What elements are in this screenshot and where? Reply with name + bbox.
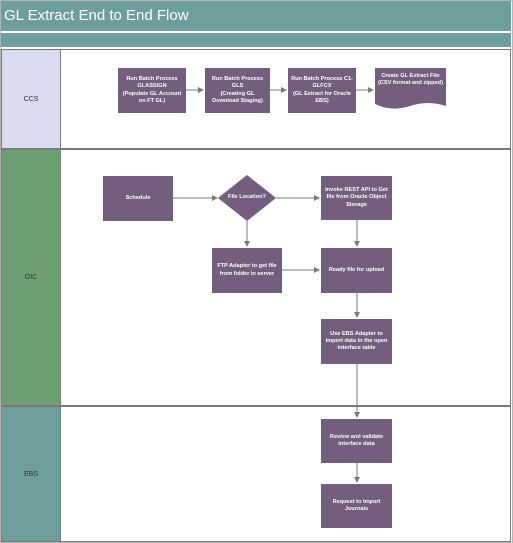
lane-label-ccs: CCS bbox=[1, 49, 61, 149]
node-file-location-decision: File Location? bbox=[228, 194, 266, 201]
node-ready-file: Ready file for upload bbox=[321, 248, 392, 293]
node-ebs-adapter: Use EBS Adapter to import data in the op… bbox=[321, 319, 392, 364]
node-invoke-rest-api: Invoke REST API to Get file from Oracle … bbox=[321, 176, 392, 220]
node-batch-glassign: Run Batch Process GLASSIGN (Populate GL … bbox=[118, 68, 186, 113]
node-review-validate: Review and validate interface data bbox=[321, 419, 392, 463]
node-request-import: Request to Import Journals bbox=[321, 484, 392, 528]
node-batch-gls: Run Batch Process GLS (Creating GL Downl… bbox=[205, 68, 270, 113]
node-create-extract-file: Create GL Extract File (CSV format and z… bbox=[378, 73, 443, 87]
diagram-title: GL Extract End to End Flow bbox=[1, 1, 511, 31]
node-ftp-adapter: FTP Adapter to get file from folder in s… bbox=[212, 248, 282, 293]
lane-label-oic-text: OIC bbox=[24, 274, 38, 281]
node-schedule: Schedule bbox=[103, 176, 173, 221]
lane-body-ebs bbox=[61, 406, 511, 542]
lane-label-ebs-text: EBS bbox=[23, 470, 38, 478]
lane-label-ebs: EBS bbox=[1, 406, 61, 542]
header-subbar bbox=[1, 33, 511, 47]
decision-diamond-shape bbox=[218, 175, 276, 221]
document-shape bbox=[375, 68, 446, 109]
lane-label-oic: OIC bbox=[1, 149, 61, 406]
lane-label-ccs-text: CCS bbox=[23, 95, 39, 103]
node-batch-c1glfcx: Run Batch Process C1-GLFCX (GL Extract f… bbox=[288, 68, 356, 113]
